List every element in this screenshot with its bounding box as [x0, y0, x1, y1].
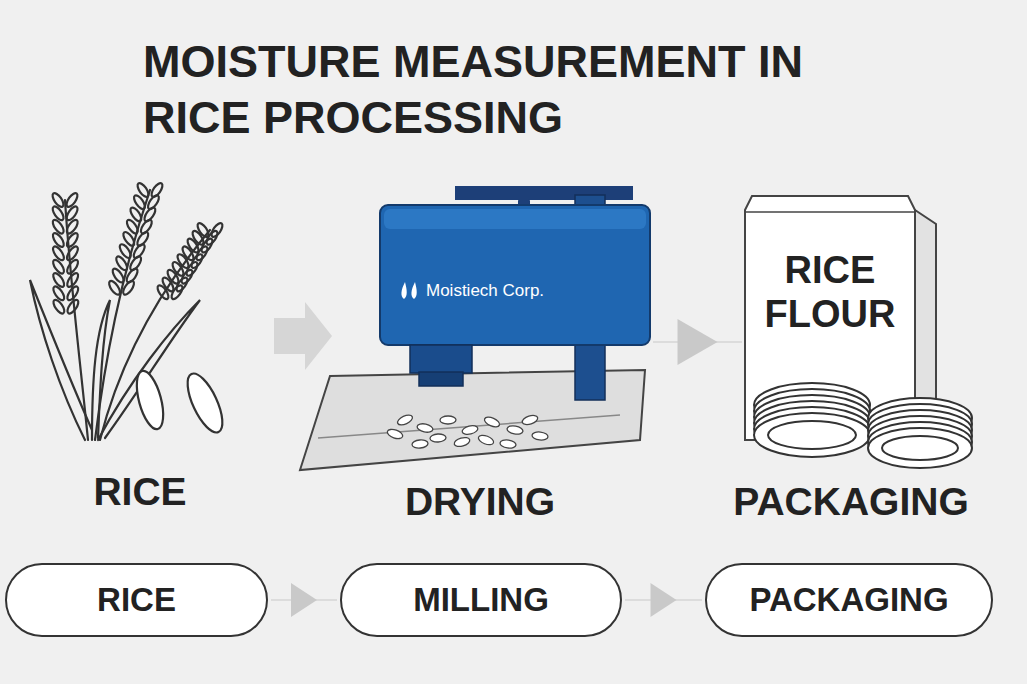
meter-housing: Moistiech Corp.: [380, 205, 650, 345]
node-text: RICE FLOUR: [755, 248, 905, 346]
flow-chevron: [625, 583, 702, 617]
bag-label: RICE FLOUR: [745, 196, 915, 346]
noodle-coils: [754, 383, 972, 468]
node-text: RICE: [97, 581, 176, 619]
rice-grains: [386, 413, 548, 449]
flow-chevron: [271, 583, 337, 617]
title: MOISTURE MEASUREMENT IN RICE PROCESSING: [143, 34, 843, 146]
moisture-meter: [380, 186, 650, 400]
node-text: Moistiech Corp.: [426, 281, 544, 301]
rice-plant: [30, 181, 229, 440]
process-pill: PACKAGING: [705, 563, 993, 637]
node-text: MILLING: [413, 581, 549, 619]
stage-label: RICE: [0, 470, 300, 514]
flow-arrow: [274, 302, 332, 370]
stage-label: DRYING: [320, 480, 640, 524]
flow-chevron: [653, 319, 742, 365]
stage-label: PACKAGING: [691, 480, 1011, 524]
process-pill: RICE: [5, 563, 268, 637]
process-pill: MILLING: [340, 563, 622, 637]
node-text: PACKAGING: [749, 581, 948, 619]
